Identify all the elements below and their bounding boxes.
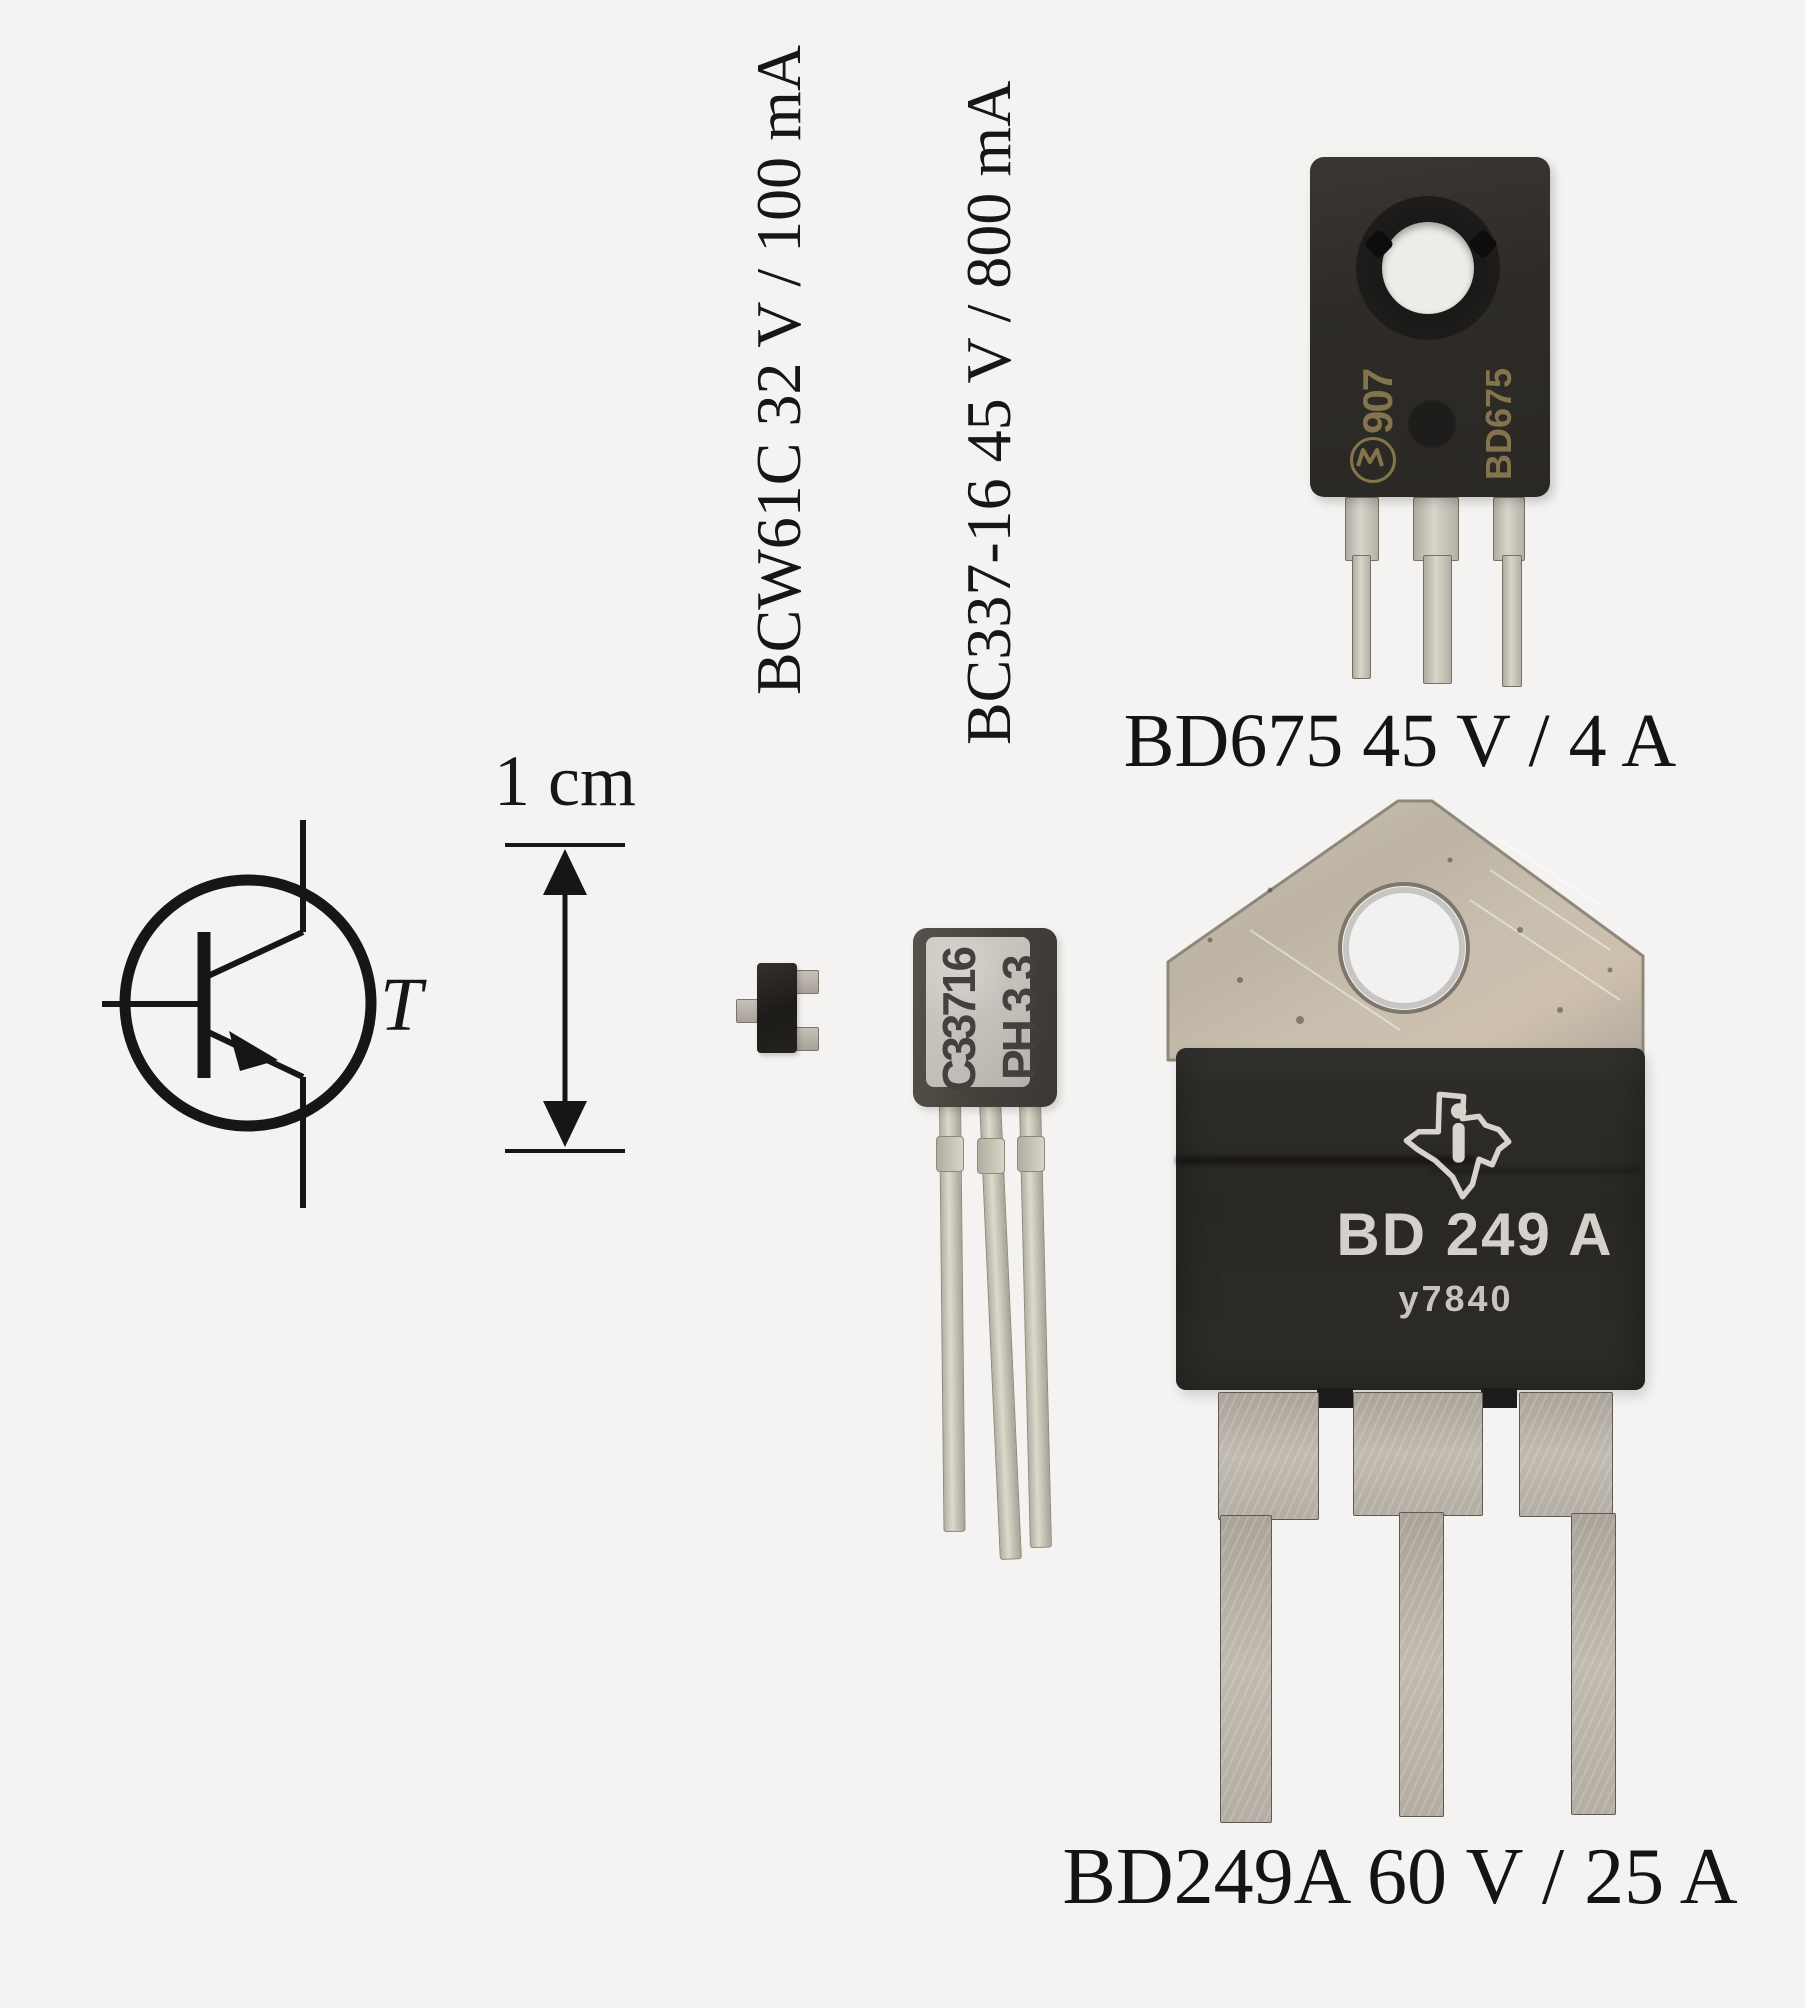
to92-package-face [926,937,1030,1087]
bd249a-lead-shank [1571,1513,1616,1815]
sot23-lead [796,970,819,994]
bd675-package [1310,157,1550,497]
bd675-lead [1493,497,1525,561]
bd249a-lead-shank [1399,1512,1444,1817]
scale-label: 1 cm [494,741,636,821]
to92-lead-crimp [977,1138,1005,1174]
scale-tick-top [505,843,625,847]
scale-tick-bottom [505,1149,625,1153]
motorola-logo-icon [1350,437,1396,483]
bd675-lead [1352,555,1371,679]
bd675-lead [1423,555,1452,684]
emitter-arrowhead [229,1031,278,1071]
bd249a-package-body [1176,1048,1645,1390]
arrowhead-down [543,1101,587,1147]
bd675-date-marking: 907 [1354,369,1401,434]
bd249a-lead-shank [1220,1515,1272,1823]
collector-diagonal-line [206,929,305,979]
to92-package [913,928,1057,1107]
label-bcw61c: BCW61C 32 V / 100 mA [743,44,814,695]
bd675-part-marking: BD675 [1478,367,1519,480]
bd249a-lead [1353,1392,1483,1516]
bd675-lead [1413,497,1459,561]
to92-lead-crimp [936,1136,964,1172]
to92-marking-line2: PH 3 3 [993,957,1045,1080]
label-bc337: BC337-16 45 V / 800 mA [953,80,1024,745]
to92-lead-crimp [1017,1136,1045,1172]
bd249a-body-nub [1481,1388,1517,1408]
bd675-lead [1345,497,1379,561]
sot23-package [757,963,797,1053]
bd249a-body-nub [1317,1388,1353,1408]
bd249a-mounting-hole [1338,882,1470,1014]
bd249a-lead [1519,1392,1613,1517]
bd675-dimple [1408,400,1456,448]
bd249a-date-marking: y7840 [1398,1278,1514,1319]
sot23-lead [796,1027,819,1051]
bd675-lead [1502,555,1522,687]
bd249a-scratch [1176,1156,1476,1165]
scale-arrow [543,849,587,1147]
npn-transistor-symbol [102,820,377,1208]
ti-logo-icon [1403,1091,1512,1200]
symbol-label: T [380,963,423,1047]
bd249a-part-marking: BD 249 A [1336,1201,1614,1268]
bd249a-metal-tab [1166,799,1645,1062]
bd249a-scratch [1430,1168,1640,1174]
arrowhead-up [543,849,587,895]
bd675-caption: BD675 45 V / 4 A [1123,699,1677,783]
to92-marking-line1: C33716 [933,948,985,1092]
bd675-mounting-hole [1382,222,1474,314]
bd249a-lead [1218,1392,1319,1520]
bd249a-caption: BD249A 60 V / 25 A [1062,1833,1738,1921]
